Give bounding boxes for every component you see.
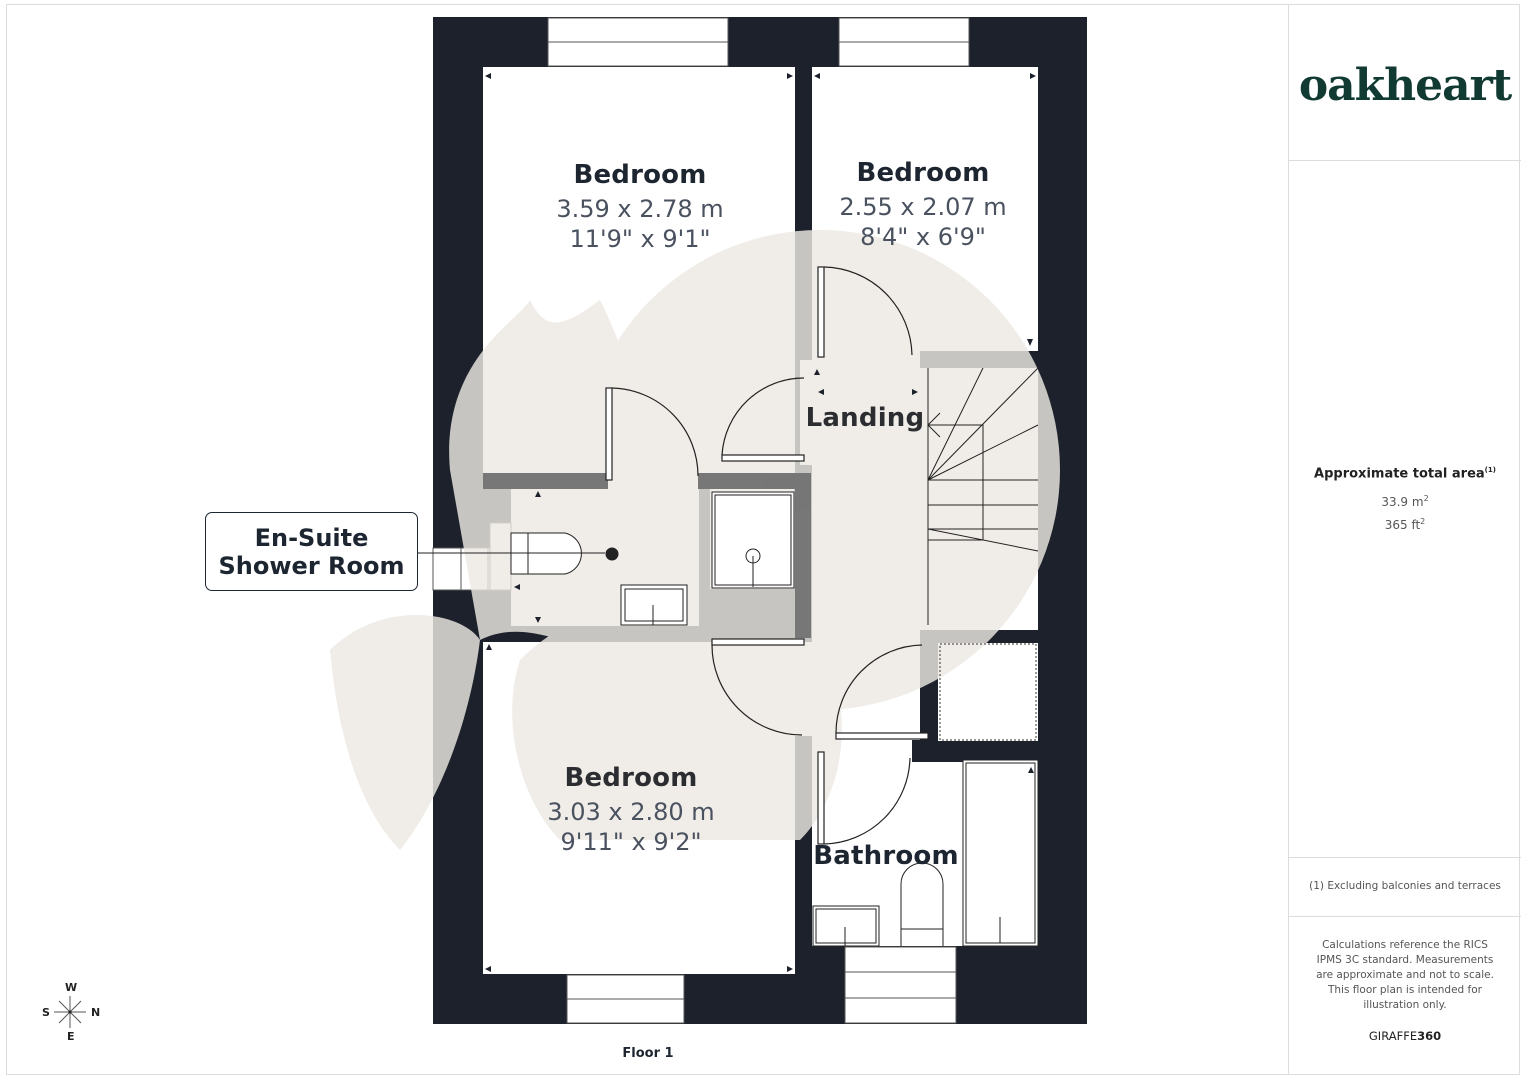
giraffe360-brand: GIRAFFE360 — [1368, 1029, 1442, 1043]
area-title: Approximate total area(1) — [1314, 466, 1496, 482]
area-metric: 33.9 m2 — [1381, 494, 1429, 510]
compass-west: W — [65, 981, 78, 994]
room-dim-imperial: 8'4" x 6'9" — [860, 223, 986, 251]
room-dim-metric: 2.55 x 2.07 m — [839, 193, 1007, 221]
doors — [605, 266, 929, 845]
area-imperial: 365 ft2 — [1384, 517, 1426, 533]
room-dim-metric: 3.59 x 2.78 m — [556, 195, 724, 223]
footnote-section: (1) Excluding balconies and terraces — [1289, 857, 1521, 917]
bathroom-fixtures — [812, 759, 1039, 947]
floor-label: Floor 1 — [622, 1046, 674, 1061]
compass-south: S — [42, 1006, 50, 1019]
ensuite-fixtures — [420, 491, 795, 626]
watermark — [330, 230, 1060, 850]
compass-east: E — [67, 1030, 75, 1043]
compass-north: N — [91, 1006, 101, 1019]
area-section: Approximate total area(1) 33.9 m2 365 ft… — [1289, 466, 1521, 535]
footnote: (1) Excluding balconies and terraces — [1309, 880, 1501, 892]
ensuite-callout: En-Suite Shower Room — [205, 512, 418, 591]
room-label-bedroom-3: Bedroom 3.03 x 2.80 m 9'11" x 9'2" — [547, 763, 715, 856]
disclaimer: Calculations reference the RICS IPMS 3C … — [1316, 939, 1494, 1011]
page-frame — [6, 4, 1520, 1075]
info-sidebar: oakheart Approximate total area(1) 33.9 … — [1288, 4, 1521, 1075]
compass: W S N E — [40, 980, 100, 1044]
room-dim-imperial: 11'9" x 9'1" — [569, 225, 711, 253]
room-dim-metric: 3.03 x 2.80 m — [547, 798, 715, 826]
room-label-bathroom: Bathroom — [813, 841, 959, 871]
cupboard — [939, 643, 1037, 741]
oakheart-logo: oakheart — [1298, 60, 1512, 111]
room-label-landing: Landing — [805, 403, 925, 433]
room-label-bedroom-2: Bedroom 2.55 x 2.07 m 8'4" x 6'9" — [839, 158, 1007, 251]
logo-section: oakheart — [1289, 4, 1521, 161]
area-values: 33.9 m2 365 ft2 — [1289, 489, 1521, 535]
room-dim-imperial: 9'11" x 9'2" — [560, 828, 702, 856]
room-label-bedroom-1: Bedroom 3.59 x 2.78 m 11'9" x 9'1" — [556, 160, 724, 253]
staircase — [927, 367, 1039, 625]
measure-markers — [485, 73, 1036, 972]
